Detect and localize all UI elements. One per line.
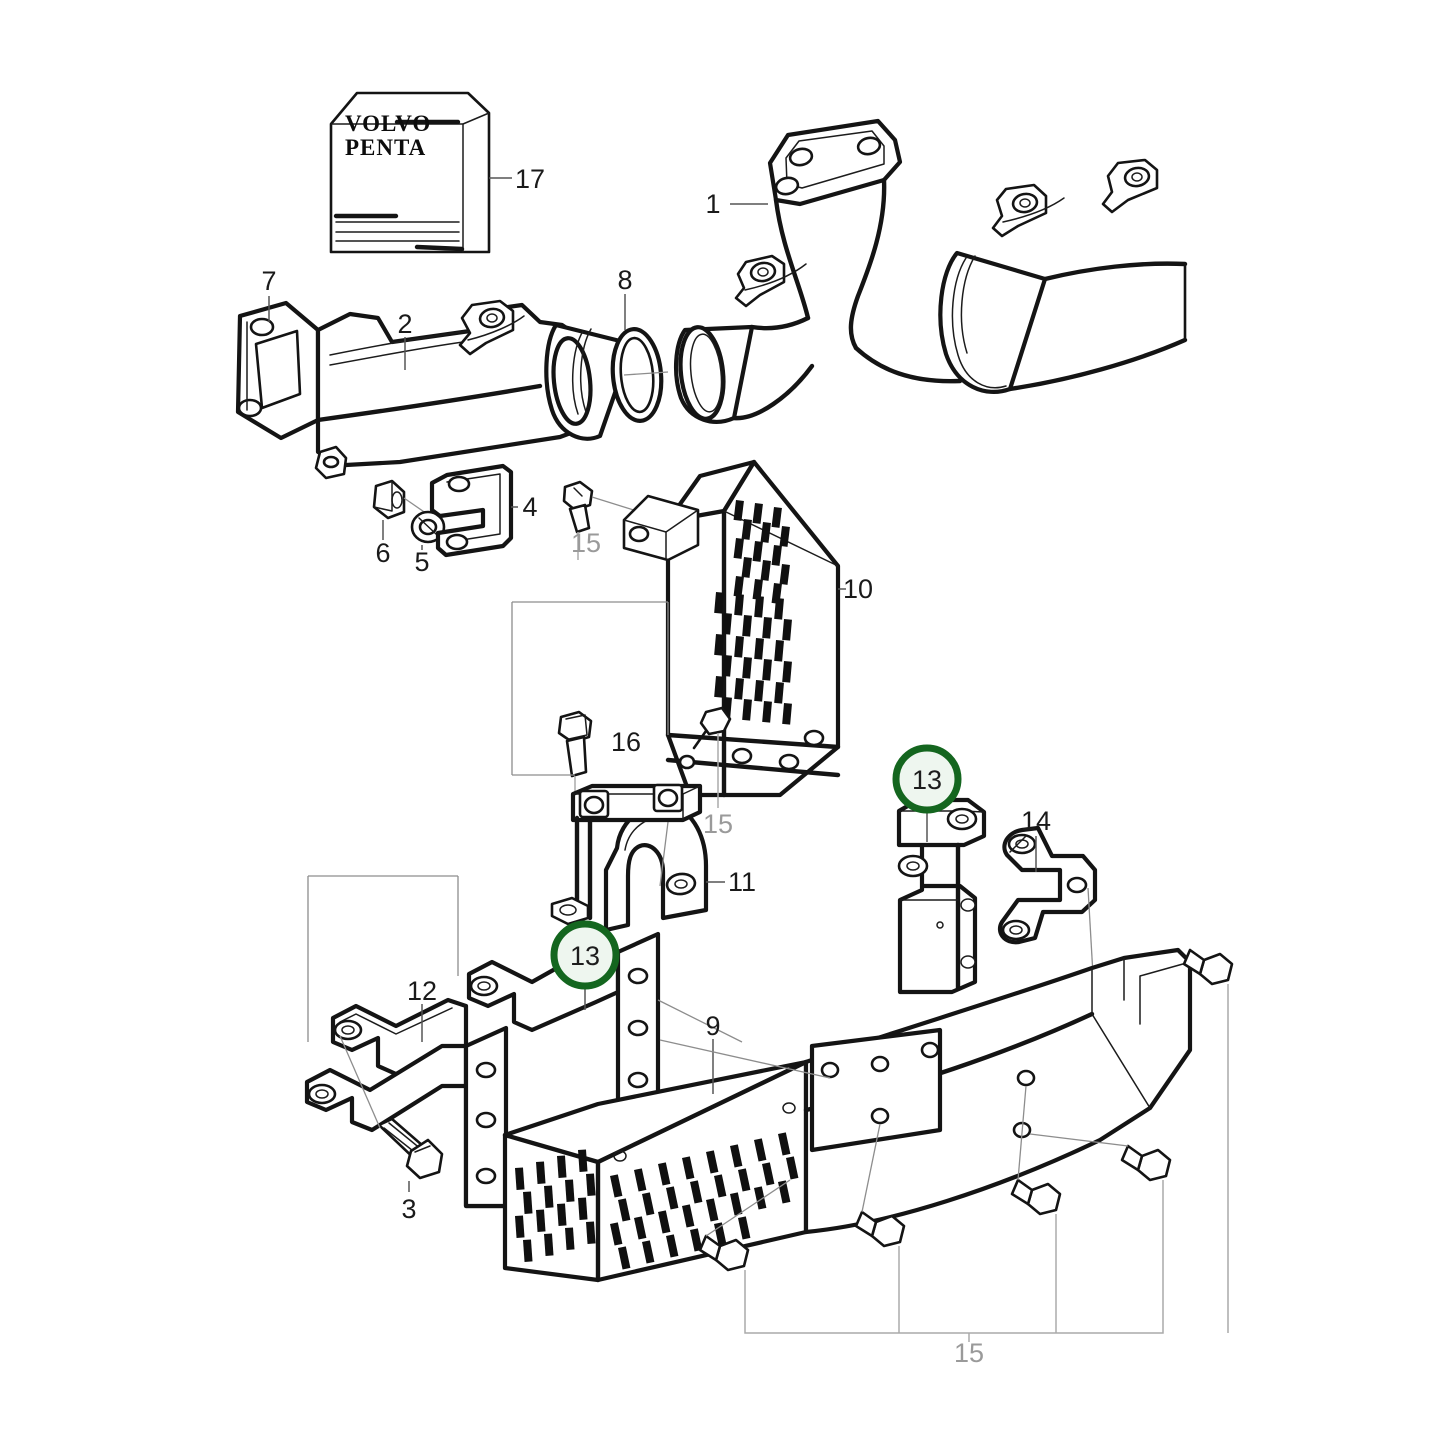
part-17-label-plate (329, 91, 491, 254)
leader-bolt-b3-link (1017, 1085, 1027, 1181)
part-15-bolt-b3 (1010, 1178, 1062, 1216)
callout-13-right-ring (892, 744, 962, 814)
callout-label-4: 4 (522, 492, 537, 522)
leader-8-axis (623, 371, 669, 376)
callout-label-15a: 15 (571, 528, 601, 558)
louver-field-upper-b (714, 591, 792, 725)
part-9-curved-shield-right (803, 947, 1193, 1235)
louver-field-lower-left (515, 1149, 596, 1262)
part-7-manifold-gasket-flange (235, 300, 321, 441)
callout-13-right-label: 13 (912, 765, 942, 795)
louver-field-upper-a (733, 499, 790, 604)
part-15-bolt-b1 (698, 1234, 750, 1272)
callout-label-6: 6 (375, 538, 390, 568)
callout-13-left-highlighted[interactable]: 13 (550, 920, 620, 1010)
callout-label-12: 12 (407, 976, 437, 1006)
part-2-exhaust-manifold-lower (314, 299, 635, 480)
leader-bolt-b4-link (1029, 1133, 1129, 1147)
part-15-bolt-right-top (1182, 948, 1234, 986)
part-13-bracket-left (550, 783, 703, 926)
leader-bolt-b1-link (705, 1179, 791, 1237)
callout-label-5: 5 (414, 547, 429, 577)
part-11-saddle-clamp (603, 802, 709, 933)
callout-label-14: 14 (1021, 806, 1051, 836)
leader-bolt-b2-link (861, 1123, 881, 1213)
brand-line-1: VOLVO (345, 111, 431, 136)
callout-label-17: 17 (515, 164, 545, 194)
callout-label-15c: 15 (954, 1338, 984, 1368)
part-10-upper-heat-shield (622, 459, 841, 798)
callout-label-9: 9 (705, 1011, 720, 1041)
part-15-bolt-b2 (854, 1210, 906, 1248)
callout-label-10: 10 (843, 574, 873, 604)
callout-label-15b: 15 (703, 809, 733, 839)
callout-label-2: 2 (397, 309, 412, 339)
leader-3-link (339, 1035, 381, 1129)
part-13-bracket-right (896, 797, 987, 995)
callout-13-right-highlighted[interactable]: 13 (892, 744, 962, 842)
callout-label-1: 1 (705, 189, 720, 219)
part-8-o-ring (610, 327, 664, 423)
leader-12-ghost-d (657, 999, 743, 1043)
callout-13-left-ring (550, 920, 620, 990)
callout-13-left-label: 13 (570, 941, 600, 971)
callout-label-8: 8 (617, 265, 632, 295)
leader-15a-link (591, 496, 641, 513)
part-1-exhaust-manifold-upper (673, 118, 1188, 424)
part-16-hex-bolt (557, 710, 593, 778)
leader-15-comb (744, 1180, 1164, 1334)
part-14-flat-plate-bracket (997, 825, 1098, 945)
part-6-spacer-sleeve (372, 479, 406, 520)
part-15-bolt-b4 (1120, 1144, 1172, 1182)
callout-label-3: 3 (401, 1194, 416, 1224)
leader-plate-link (659, 1039, 831, 1079)
callout-label-11: 11 (728, 867, 756, 897)
part-3-long-bolt (377, 1117, 444, 1180)
part-9-lower-heat-shield (502, 1059, 809, 1283)
brand-line-2: PENTA (345, 135, 426, 160)
callout-label-16: 16 (611, 727, 641, 757)
callout-label-7: 7 (261, 266, 276, 296)
part-4-u-bracket (429, 463, 514, 558)
part-15-bolt-upper-left (562, 480, 594, 534)
